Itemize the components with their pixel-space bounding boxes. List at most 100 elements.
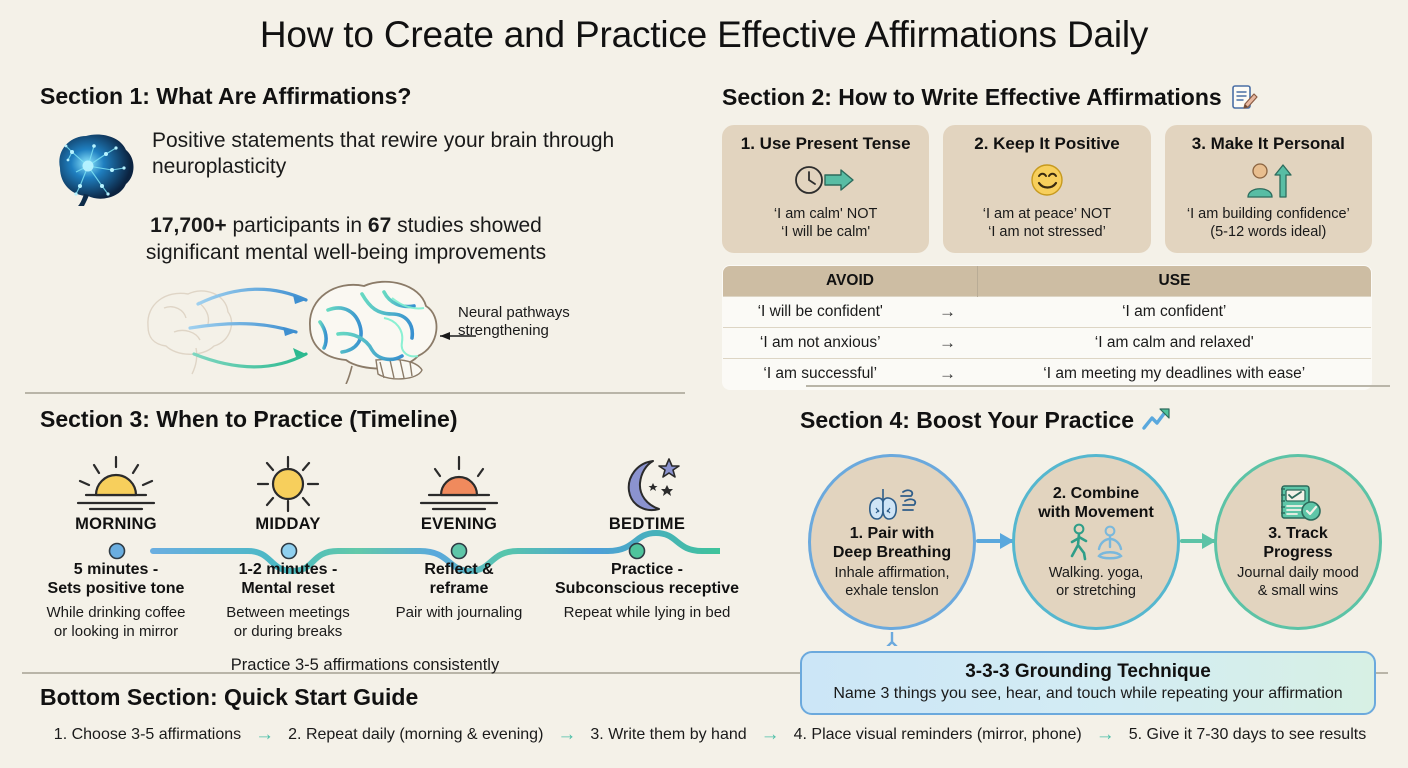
- rule-text-line2: (5-12 words ideal): [1210, 224, 1327, 240]
- sunrise-icon: [26, 451, 206, 513]
- boost-title-line1: 3. Track: [1268, 525, 1328, 542]
- boost-title-line2: Deep Breathing: [832, 544, 952, 561]
- stat-participants: 17,700+: [150, 214, 227, 237]
- avoid-use-table: AVOID USE ‘I will be confident' → ‘I am …: [722, 265, 1372, 390]
- table-header-use: USE: [977, 266, 1371, 297]
- section-1-heading-text: Section 1: What Are Affirmations?: [40, 83, 412, 109]
- chart-increasing-icon: [1142, 408, 1170, 430]
- page-title: How to Create and Practice Effective Aff…: [259, 14, 1149, 55]
- boost-circle-track-progress: 3. Track Progress Journal daily mood & s…: [1214, 454, 1382, 630]
- timeline-track: [150, 529, 720, 575]
- timeline-main-text: Practice - Subconscious receptive: [547, 560, 747, 598]
- quick-start-steps: 1. Choose 3-5 affirmations → 2. Repeat d…: [40, 725, 1380, 744]
- rule-text-line2: ‘I will be calm': [781, 224, 871, 240]
- boost-text-line2: & small wins: [1257, 583, 1339, 599]
- timeline-label: EVENING: [420, 515, 498, 533]
- section-1-what-are-affirmations: Section 1: What Are Affirmations?: [40, 83, 690, 399]
- rule-text-line1: ‘I am calm' NOT: [773, 206, 878, 222]
- timeline-sub-line1: While drinking coffee: [46, 604, 186, 621]
- journal-check-icon: [1273, 484, 1323, 524]
- boost-circles-wrap: 1. Pair with Deep Breathing Inhale affir…: [800, 446, 1390, 715]
- rule-card-title: 1. Use Present Tense: [740, 134, 911, 153]
- boost-connectors: [886, 533, 1216, 646]
- stat-mid-text: participants in: [226, 214, 368, 237]
- rule-text-line2: ‘I am not stressed’: [988, 224, 1106, 240]
- arrow-icon: →: [255, 724, 275, 745]
- boost-text-line1: Inhale affirmation,: [834, 565, 950, 581]
- timeline-sub-line1: Between meetings: [226, 604, 350, 621]
- divider-left-upper: [25, 392, 685, 394]
- timeline-step-evening: EVENING Reflect & reframe Pair with jour…: [369, 451, 549, 622]
- table-header-avoid: AVOID: [723, 266, 978, 297]
- timeline-sub-text: Repeat while lying in bed: [547, 603, 747, 622]
- cell-avoid: ‘I am successful’: [723, 358, 918, 389]
- grounding-title: 3-3-3 Grounding Technique: [965, 661, 1211, 682]
- boost-circle-text: Journal daily mood & small wins: [1237, 564, 1359, 600]
- grounding-technique-banner: 3-3-3 Grounding Technique Name 3 things …: [800, 651, 1376, 715]
- section-3-when-to-practice: Section 3: When to Practice (Timeline): [40, 406, 739, 681]
- section-4-boost-your-practice: Section 4: Boost Your Practice: [800, 406, 1390, 715]
- section-2-heading-text: Section 2: How to Write Effective Affirm…: [722, 83, 1222, 110]
- section-1-statistic: 17,700+ participants in 67 studies showe…: [40, 212, 652, 266]
- timeline-main-line1: 1-2 minutes -: [238, 561, 338, 578]
- timeline-sub-line1: Repeat while lying in bed: [563, 604, 731, 621]
- quick-start-step: 1. Choose 3-5 affirmations: [53, 725, 242, 743]
- sun-icon: [198, 451, 378, 513]
- table-row: ‘I am not anxious’ → ‘I am calm and rela…: [723, 327, 1371, 359]
- timeline-sub-line1: Pair with journaling: [395, 604, 523, 621]
- boost-text-line1: Walking. yoga,: [1048, 565, 1144, 581]
- cell-avoid: ‘I am not anxious’: [723, 327, 918, 359]
- timeline-step-morning: MORNING 5 minutes - Sets positive tone W…: [26, 451, 206, 641]
- section-2-how-to-write: Section 2: How to Write Effective Affirm…: [722, 83, 1372, 390]
- arrow-icon: →: [917, 327, 978, 359]
- memo-pencil-icon: [1231, 85, 1258, 109]
- boost-text-line2: or stretching: [1056, 583, 1136, 599]
- rule-card-text: ‘I am at peace’ NOT ‘I am not stressed’: [951, 205, 1142, 241]
- section-2-heading: Section 2: How to Write Effective Affirm…: [722, 83, 1372, 111]
- timeline-sub-text: While drinking coffee or looking in mirr…: [26, 603, 206, 641]
- divider-right-upper: [806, 385, 1390, 387]
- arrow-icon: →: [917, 358, 978, 389]
- timeline-sub-line2: or during breaks: [233, 623, 343, 640]
- timeline-main-line2: Mental reset: [241, 580, 335, 597]
- stat-studies: 67: [367, 214, 392, 237]
- practice-timeline: MORNING 5 minutes - Sets positive tone W…: [40, 451, 739, 681]
- timeline-label: MORNING: [75, 515, 157, 533]
- sunset-icon: [369, 451, 549, 513]
- bottom-heading: Bottom Section: Quick Start Guide: [40, 684, 1380, 711]
- timeline-sub-text: Between meetings or during breaks: [198, 603, 378, 641]
- rule-card-present-tense: 1. Use Present Tense ‘I am calm' NOT ‘I …: [722, 125, 930, 253]
- walking-yoga-icon: [1065, 522, 1127, 562]
- arrow-icon: →: [917, 296, 978, 328]
- crescent-moon-stars-icon: [547, 451, 747, 513]
- timeline-main-line1: Reflect &: [424, 561, 494, 578]
- timeline-main-text: Reflect & reframe: [369, 560, 549, 598]
- timeline-main-line2: Subconscious receptive: [554, 580, 740, 597]
- table-row: ‘I am successful’ → ‘I am meeting my dea…: [723, 358, 1371, 389]
- rule-card-text: ‘I am building confidence’ (5-12 words i…: [1173, 205, 1364, 241]
- cell-use: ‘I am confident’: [977, 296, 1371, 328]
- timeline-main-line2: reframe: [429, 580, 489, 597]
- quick-start-step: 2. Repeat daily (morning & evening): [288, 725, 544, 743]
- boost-text-line1: Journal daily mood: [1237, 565, 1359, 581]
- timeline-main-line1: Practice -: [610, 561, 684, 578]
- boost-title-line2: with Movement: [1038, 504, 1154, 521]
- cell-use: ‘I am meeting my deadlines with ease’: [977, 358, 1371, 389]
- bottom-heading-text: Bottom Section: Quick Start Guide: [40, 684, 419, 710]
- timeline-sub-line2: or looking in mirror: [53, 623, 179, 640]
- neural-pathways-label: Neural pathways strengthening: [458, 304, 570, 339]
- section-4-heading-text: Section 4: Boost Your Practice: [800, 406, 1135, 433]
- boost-circle-title: 3. Track Progress: [1263, 524, 1332, 562]
- boost-circle-text: Inhale affirmation, exhale tenslon: [835, 564, 950, 600]
- lungs-breathing-icon: [863, 484, 921, 524]
- person-growth-icon: [1173, 158, 1364, 202]
- section-4-heading: Section 4: Boost Your Practice: [800, 406, 1390, 434]
- boost-circle-combine-movement: 2. Combine with Movement: [1012, 454, 1180, 630]
- rule-card-title: 2. Keep It Positive: [974, 134, 1120, 153]
- timeline-main-line2: Sets positive tone: [47, 580, 185, 597]
- grounding-subtitle: Name 3 things you see, hear, and touch w…: [833, 685, 1343, 702]
- writing-rule-cards: 1. Use Present Tense ‘I am calm' NOT ‘I …: [722, 125, 1372, 253]
- quick-start-step: 4. Place visual reminders (mirror, phone…: [793, 725, 1082, 743]
- section-3-heading-text: Section 3: When to Practice (Timeline): [40, 406, 458, 432]
- arrow-icon: →: [1095, 724, 1115, 745]
